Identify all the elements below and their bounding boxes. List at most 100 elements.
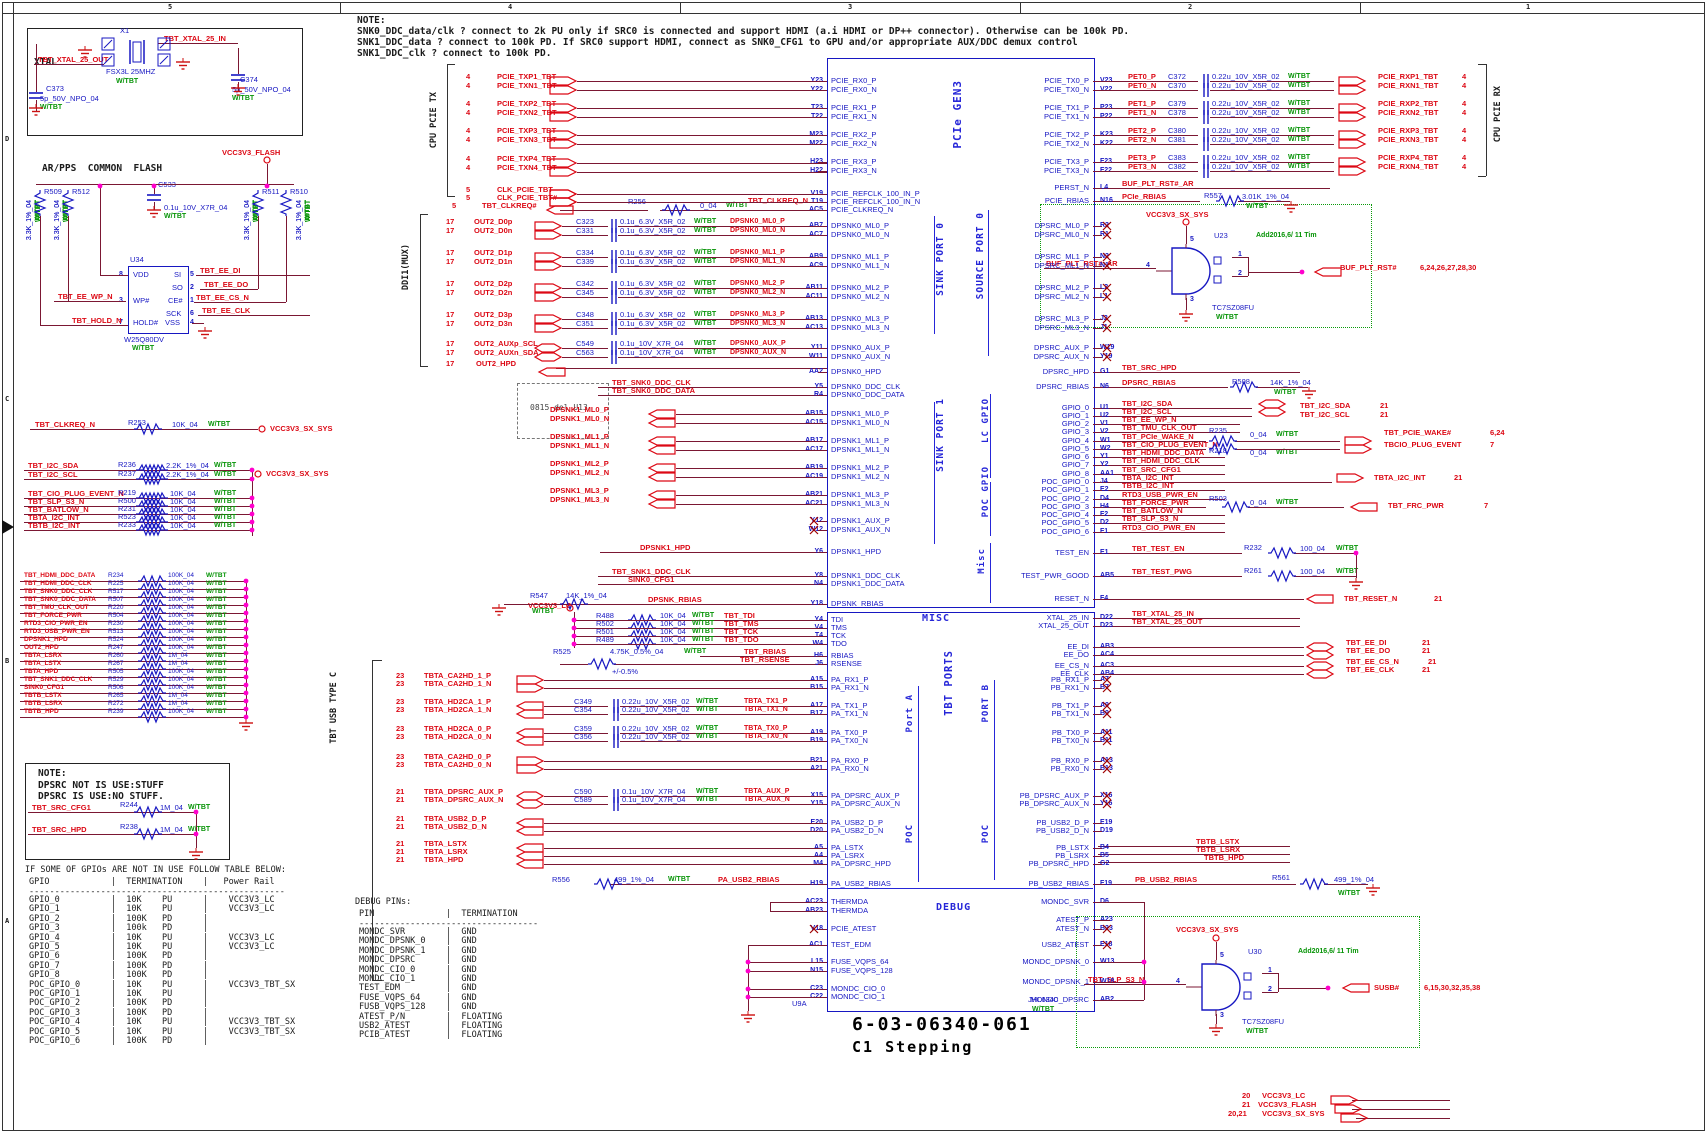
page-ref: 21 [396, 839, 405, 848]
net-label: 5 [452, 201, 457, 210]
wire [1098, 424, 1240, 425]
chip-pin: D6 [1100, 898, 1109, 905]
page-ref: 23 [396, 697, 405, 706]
res-ref: R247 [108, 644, 124, 651]
wire [618, 257, 827, 258]
net-label: TBTA_DPSRC_AUX_P [424, 787, 504, 796]
wire [676, 423, 827, 424]
res-value: 100K_04 [168, 572, 195, 579]
wire [614, 664, 700, 665]
out-port-arrow-icon [549, 158, 578, 168]
chip-pin: V1 [1100, 420, 1109, 427]
res-ref: R272 [108, 700, 124, 707]
net-label: PET3_N [1128, 162, 1157, 171]
res-value: 100K_04 [168, 620, 195, 627]
in-port-arrow-icon [515, 818, 544, 828]
chip-pin: K23 [1100, 131, 1113, 138]
wire [1210, 108, 1334, 109]
wire [577, 135, 827, 136]
wire [20, 629, 246, 630]
label: AA2 [808, 368, 823, 375]
stuff-option: W/TBT [206, 676, 227, 683]
res-value: 10K_04 [660, 627, 686, 636]
table-row: MONDC_CIO_1 | GND [359, 974, 477, 984]
net-label: 7 [119, 319, 123, 326]
wire [2, 2, 3, 1130]
net-label: TC7SZ08FU [1242, 1017, 1285, 1026]
stuff-option: W/TBT [206, 620, 227, 627]
chip-pin: PCIE_REFCLK_100_IN_N [831, 197, 921, 206]
wire [154, 186, 155, 194]
wire [620, 733, 827, 734]
label: Y12 [810, 517, 823, 524]
resistor-icon [134, 805, 162, 819]
net-label: 21 [1242, 1100, 1251, 1109]
wire [420, 214, 428, 215]
wire [598, 395, 827, 396]
wire [1093, 162, 1102, 163]
wire [1093, 441, 1102, 442]
net-label: TBT_SNK0_DDC_CLK [612, 378, 691, 387]
bidir-port-arrow-icon [533, 343, 563, 353]
net-label: TBT_PCIE_WAKE# [1384, 428, 1452, 437]
net-label: TBT_HDMI_DDC_DATA [1122, 448, 1205, 457]
label: AC21 [789, 500, 823, 507]
chip-pin: RSENSE [831, 659, 862, 668]
ground-icon [1366, 884, 1380, 896]
out-port-arrow-icon [1338, 85, 1367, 95]
junction-dot [243, 714, 249, 720]
wire [1478, 176, 1486, 177]
net-label: TBT_HDMI_DDC_DATA [24, 572, 96, 579]
net-label: SINK0_CFG1 [628, 575, 675, 584]
res-ref: R234 [108, 572, 124, 579]
chip-pin: DPSNK0_AUX_N [831, 352, 891, 361]
wire [1186, 226, 1187, 244]
wire [196, 812, 197, 848]
stuff-option: W/TBT [696, 788, 719, 795]
net-label: PET1_P [1128, 99, 1156, 108]
res-value: 1M_04 [168, 700, 188, 707]
stuff-option: W/TBT [206, 700, 227, 707]
in-port-arrow-icon [515, 826, 544, 836]
net-label: C374 [240, 75, 258, 84]
out-port-arrow-icon [1330, 1095, 1359, 1105]
wire [676, 468, 827, 469]
resistor-icon [136, 463, 164, 477]
page-ref: 4 [1462, 81, 1467, 90]
wire [68, 216, 69, 301]
net-label: TBT_EE_WP_N [1122, 415, 1177, 424]
in-port-arrow-icon [515, 701, 544, 711]
capacitor-icon [613, 734, 619, 748]
no-connect-icon [1102, 728, 1112, 738]
wire [818, 171, 827, 172]
wire [1093, 618, 1102, 619]
wire [1093, 856, 1102, 857]
chip-pin: D19 [1100, 827, 1113, 834]
resistor-icon [279, 190, 293, 216]
net-label: TBTA_TX1_P [744, 698, 788, 705]
label: AC23 [789, 898, 823, 905]
stuff-option: W/TBT [1288, 136, 1311, 143]
net-label: R256 [628, 198, 646, 206]
net-label: OUT2_D0n [474, 226, 513, 235]
chip-pin: PCIE_RX2_N [831, 139, 877, 148]
net-label: +/-0.5% [612, 667, 639, 676]
label: PCIE_TX0_P [1044, 76, 1089, 85]
wire [1093, 288, 1102, 289]
net-label: TBTA_I2C_INT [1122, 473, 1174, 482]
label: GPIO_2 [1061, 419, 1089, 428]
label: Y8 [789, 572, 823, 579]
res-ref: R239 [108, 708, 124, 715]
page-ref: 21 [396, 822, 405, 831]
wire [676, 504, 827, 505]
wire [1098, 902, 1144, 903]
capacitor-icon [611, 290, 617, 304]
net-label: RTD3_CIO_PWR_EN [1122, 523, 1196, 532]
net-label: R557 [1204, 191, 1222, 200]
power-node-icon [1182, 218, 1190, 226]
net-label: CLK_PCIE_TBT# [497, 193, 558, 202]
res-ref: R500 [118, 496, 136, 505]
ground-icon [1302, 387, 1316, 399]
wire [1098, 655, 1304, 656]
net-label: R547 [530, 591, 548, 600]
